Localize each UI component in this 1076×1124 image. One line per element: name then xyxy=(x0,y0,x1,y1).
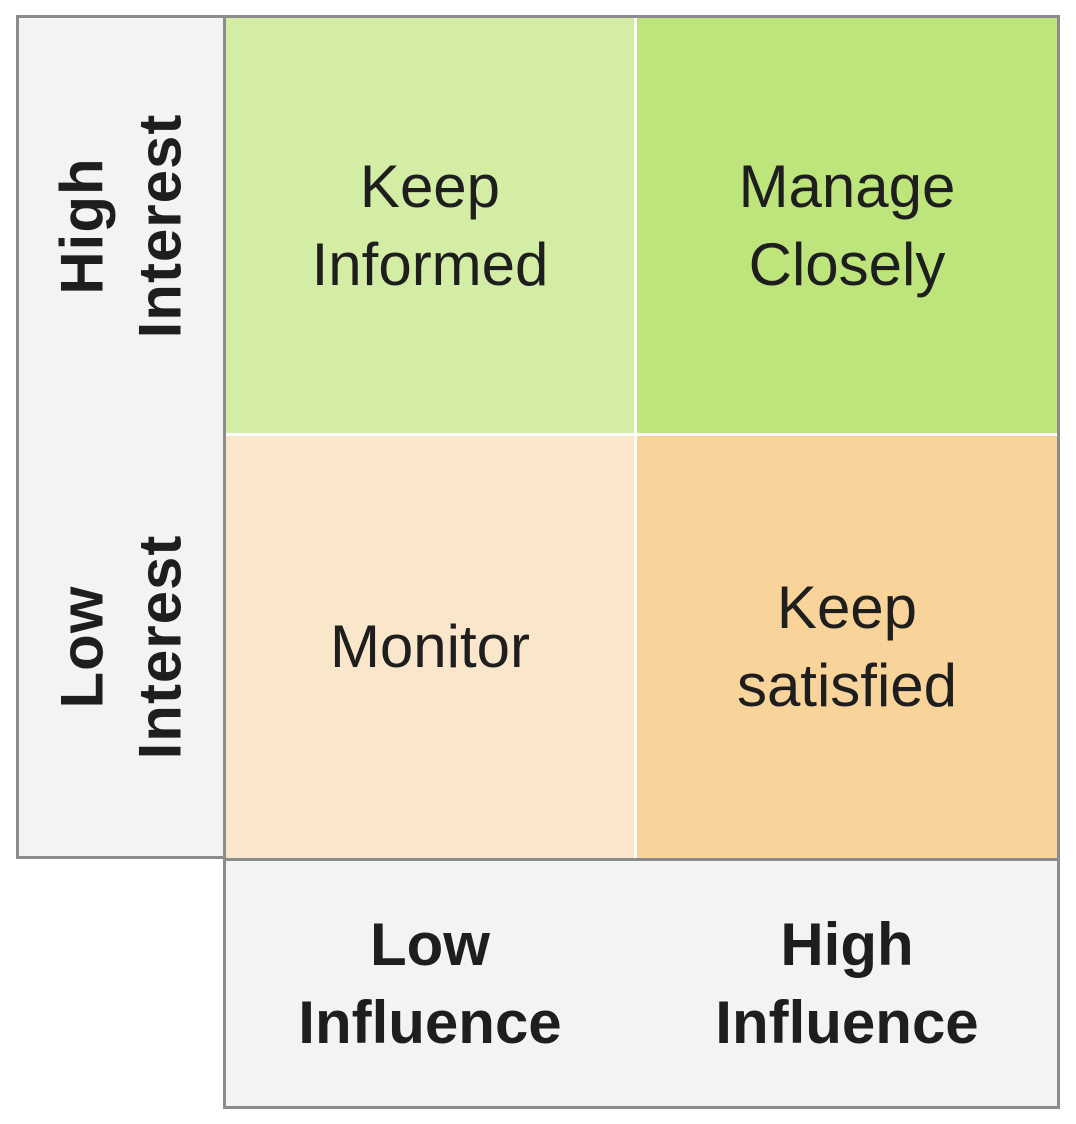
quadrant-keep-informed: Keep Informed xyxy=(226,18,634,433)
quadrant-keep-informed-label: Keep Informed xyxy=(311,152,549,298)
column-label-high-influence: High Influence xyxy=(637,861,1057,1106)
row-label-panel xyxy=(16,15,224,859)
row-label-high-interest-text: High Interest xyxy=(48,113,194,338)
column-label-panel xyxy=(223,858,1060,1109)
quadrant-monitor-label: Monitor xyxy=(329,613,531,680)
column-label-high-influence-text: High Influence xyxy=(715,910,979,1056)
quadrant-monitor: Monitor xyxy=(226,436,634,858)
quadrant-keep-satisfied-label: Keep satisfied xyxy=(736,574,958,719)
quadrant-keep-satisfied: Keep satisfied xyxy=(637,436,1057,858)
quadrant-manage-closely: Manage Closely xyxy=(637,18,1057,433)
column-label-low-influence: Low Influence xyxy=(226,861,634,1106)
row-label-high-interest: High Interest xyxy=(19,18,224,433)
quadrant-manage-closely-label: Manage Closely xyxy=(738,152,956,298)
matrix-frame xyxy=(223,15,1060,861)
column-label-low-influence-text: Low Influence xyxy=(298,910,562,1056)
row-label-low-interest-text: Low Interest xyxy=(48,534,194,760)
row-label-low-interest: Low Interest xyxy=(19,436,224,858)
